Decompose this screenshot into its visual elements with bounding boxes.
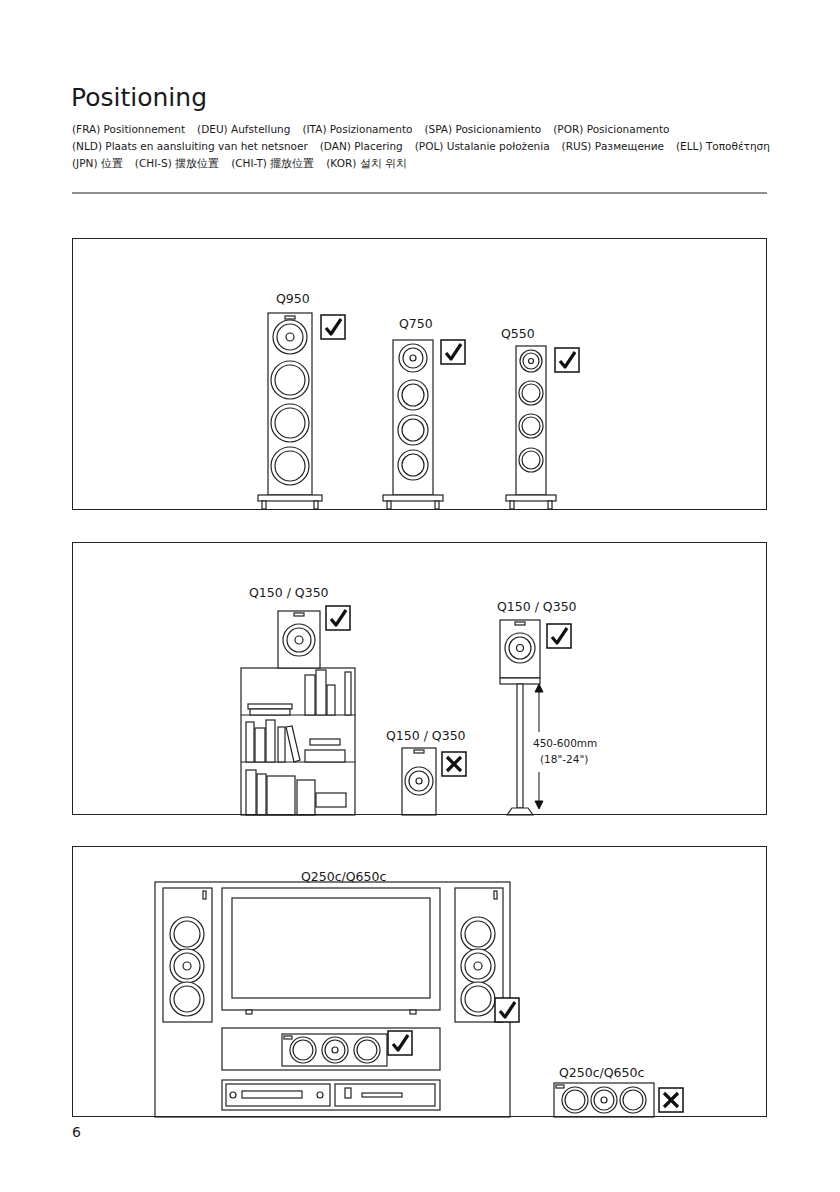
model-label: Q750 (399, 316, 433, 331)
panel-box: Q150 / Q350Q150 / Q350Q150 / Q350450-600… (72, 542, 767, 815)
model-label: Q150 / Q350 (497, 599, 577, 614)
language-line: (JPN) 位置 (CHI-S) 摆放位置 (CHI-T) 擺放位置 (KOR) 설치… (72, 157, 407, 171)
dimension-label: (18"-24") (539, 753, 589, 765)
language-label: (KOR) 설치 위치 (326, 157, 407, 171)
language-label: (DAN) Placering (320, 140, 403, 152)
language-label: (CHI-T) 擺放位置 (231, 157, 314, 171)
panel-box: Q950Q750Q550 (72, 238, 767, 510)
model-label: Q250c/Q650c (559, 1065, 644, 1080)
language-line: (NLD) Plaats en aansluiting van het nets… (72, 140, 770, 152)
page-title: Positioning (71, 83, 207, 112)
language-line: (FRA) Positionnement (DEU) Aufstellung (IT… (72, 123, 670, 135)
page-number: 6 (72, 1124, 81, 1140)
language-label: (ITA) Posizionamento (302, 123, 412, 135)
language-label: (CHI-S) 摆放位置 (135, 157, 219, 171)
language-label: (ELL) Τοποθέτηση (676, 140, 770, 152)
language-label: (POL) Ustalanie położenia (415, 140, 550, 152)
language-label: (JPN) 位置 (72, 157, 123, 171)
rule (72, 193, 767, 194)
language-label: (RUS) Размещение (562, 140, 664, 152)
dimension-label: 450-600mm (532, 737, 598, 749)
panel-box: Q250c/Q650cQ250c/Q650c (72, 846, 767, 1117)
language-label: (POR) Posicionamento (553, 123, 669, 135)
model-label: Q950 (276, 291, 310, 306)
model-label: Q150 / Q350 (386, 728, 466, 743)
language-label: (DEU) Aufstellung (197, 123, 290, 135)
language-label: (SPA) Posicionamiento (424, 123, 541, 135)
language-label: (NLD) Plaats en aansluiting van het nets… (72, 140, 308, 152)
language-label: (FRA) Positionnement (72, 123, 185, 135)
model-label: Q150 / Q350 (249, 585, 329, 600)
model-label: Q250c/Q650c (301, 869, 386, 884)
model-label: Q550 (501, 326, 535, 341)
